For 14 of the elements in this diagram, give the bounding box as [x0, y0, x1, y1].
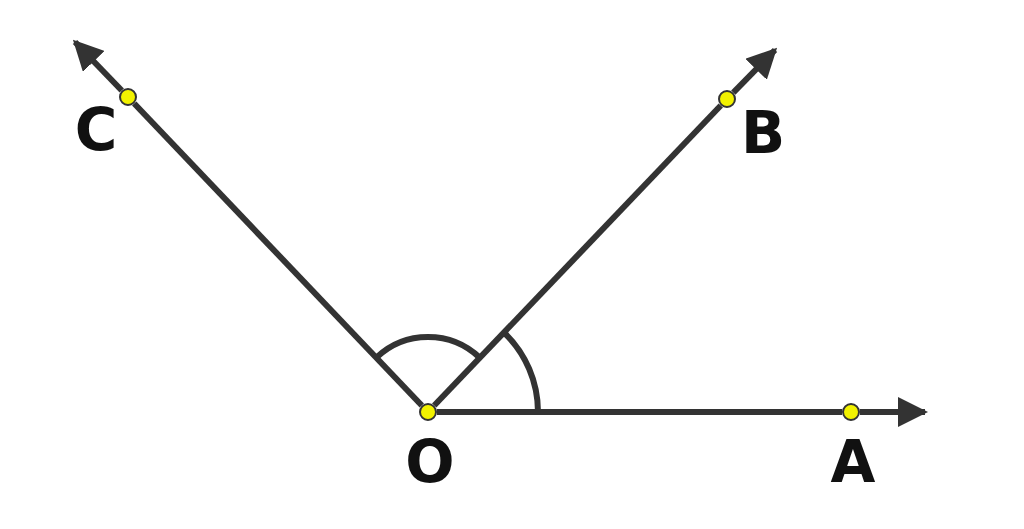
point-dot: [842, 403, 860, 421]
point-label: A: [830, 433, 876, 491]
ray-arrow: [860, 397, 928, 427]
ray-arrow: [731, 47, 778, 95]
point-label: O: [405, 433, 455, 491]
ray-arrow: [72, 39, 124, 93]
point-dot: [718, 90, 736, 108]
line-segment: [437, 409, 842, 415]
point-dot: [419, 403, 437, 421]
point-dot: [119, 88, 137, 106]
line-segment: [432, 103, 723, 408]
line-segment: [132, 101, 424, 408]
point-label: C: [74, 101, 118, 159]
point-label: B: [740, 104, 786, 162]
